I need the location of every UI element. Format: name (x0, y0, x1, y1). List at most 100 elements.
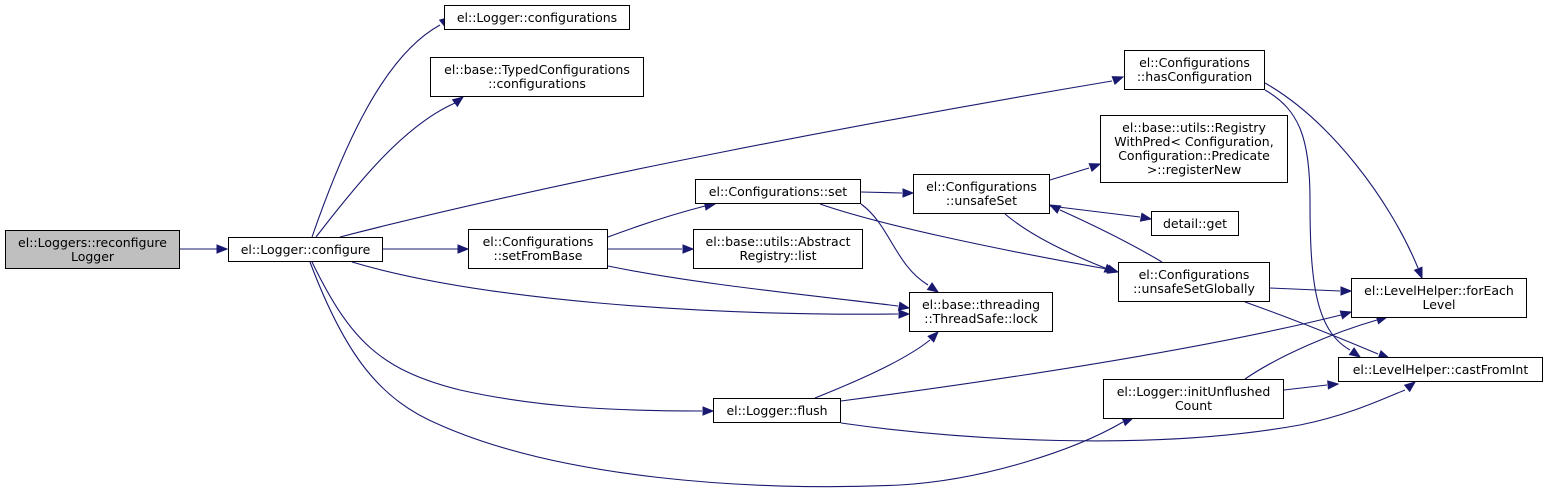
edge-arrowhead (902, 188, 915, 198)
node-label-line: Count (1174, 398, 1213, 413)
edge-arrowhead (1139, 212, 1153, 222)
edge-line (311, 261, 703, 412)
edge-init-unflushed-count-to-cast-from-int (1283, 380, 1340, 391)
node-label-line: Logger (70, 248, 115, 264)
edge-configure-to-logger-configurations (311, 16, 452, 238)
node-cast-from-int[interactable]: el::LevelHelper::castFromInt (1338, 357, 1543, 382)
edge-unsafe-set-globally-to-unsafe-set (1048, 204, 1163, 263)
node-label-line: el::Logger::configure (240, 241, 371, 257)
edge-unsafe-set-to-detail-get (1049, 205, 1153, 222)
node-unsafe-set[interactable]: el::Configurations ::unsafeSet (913, 174, 1050, 214)
node-detail-get[interactable]: detail::get (1151, 211, 1239, 236)
edge-arrowhead (216, 244, 229, 254)
edge-line (860, 191, 903, 194)
node-has-configuration[interactable]: el::Configurations ::hasConfiguration (1124, 50, 1265, 90)
edge-line (1264, 82, 1419, 269)
node-label-line: el::base::TypedConfigurations (444, 62, 630, 77)
edge-configure-to-logger-flush (311, 261, 715, 416)
node-logger-flush[interactable]: el::Logger::flush (713, 398, 841, 423)
node-label-line: Configuration::Predicate (1118, 148, 1270, 163)
node-for-each-level[interactable]: el::LevelHelper::forEach Level (1351, 278, 1527, 318)
edge-line (339, 80, 1113, 238)
edge-arrowhead (1339, 310, 1353, 320)
edge-logger-flush-to-cast-from-int (840, 381, 1417, 442)
edge-line (814, 339, 931, 399)
edge-arrowhead (926, 282, 940, 293)
node-configure[interactable]: el::Logger::configure (228, 237, 383, 262)
edge-unsafe-set-to-unsafe-set-globally (1004, 213, 1117, 273)
edge-line (1269, 287, 1341, 292)
edge-logger-flush-to-for-each-level (840, 310, 1353, 402)
node-label-line: ::hasConfiguration (1136, 69, 1253, 84)
edge-has-configuration-to-for-each-level (1264, 82, 1423, 280)
edge-line (351, 261, 899, 315)
edge-line (311, 24, 441, 238)
edge-configurations-set-to-threadsafe-lock (860, 203, 940, 293)
node-label-line: el::LevelHelper::forEach (1364, 283, 1514, 298)
edge-set-from-base-to-configurations-set (607, 201, 717, 238)
node-label-line: el::Configurations (482, 234, 594, 249)
edge-has-configuration-to-cast-from-int (1264, 89, 1362, 358)
node-label-line: el::base::utils::Abstract (705, 234, 851, 249)
edge-line (315, 102, 456, 238)
edge-arrowhead (898, 309, 911, 319)
node-abstract-registry-list[interactable]: el::base::utils::Abstract Registry::list (693, 229, 863, 269)
node-label-line: el::Configurations (926, 179, 1037, 194)
edge-line (309, 261, 1124, 488)
edge-configure-to-has-configuration (339, 76, 1125, 238)
edge-arrowhead (1121, 417, 1135, 427)
edge-line (860, 203, 929, 286)
node-registry-register-new[interactable]: el::base::utils::Registry WithPred< Conf… (1100, 115, 1288, 183)
edge-reconfigure-to-configure (180, 244, 229, 254)
node-typed-configurations[interactable]: el::base::TypedConfigurations ::configur… (430, 57, 644, 97)
node-label-line: ::unsafeSetGlobally (1133, 281, 1255, 296)
node-label-line: el::Configurations (1139, 55, 1250, 70)
edge-arrowhead (927, 331, 939, 343)
node-label-line: >::registerNew (1146, 162, 1242, 177)
edge-line (1059, 209, 1163, 263)
edge-arrowhead (1348, 347, 1362, 358)
edge-line (1264, 89, 1351, 351)
edge-arrowhead (457, 244, 470, 254)
node-configurations-set[interactable]: el::Configurations::set (695, 179, 861, 204)
edge-arrowhead (1103, 263, 1117, 273)
edge-configure-to-typed-configurations (315, 96, 465, 238)
edge-line (1283, 384, 1328, 391)
edge-arrowhead (897, 301, 911, 311)
edge-arrowhead (702, 406, 715, 416)
edge-arrowhead (1111, 76, 1125, 86)
node-label-line: ::unsafeSet (945, 193, 1018, 208)
edge-line (819, 203, 1108, 270)
edge-line (1049, 205, 1141, 218)
edge-set-from-base-to-threadsafe-lock (607, 265, 911, 311)
node-label-line: el::base::utils::Registry (1122, 120, 1266, 135)
edge-set-from-base-to-abstract-registry-list (608, 244, 695, 254)
edge-arrowhead (1088, 163, 1102, 173)
node-label-line: el::Logger::flush (726, 402, 828, 418)
edge-arrowhead (1413, 266, 1423, 280)
edge-arrowhead (1340, 286, 1353, 296)
node-threadsafe-lock[interactable]: el::base::threading ::ThreadSafe::lock (909, 292, 1053, 332)
node-reconfigure[interactable]: el::Loggers::reconfigure Logger (5, 230, 180, 269)
edge-line (1244, 301, 1379, 355)
node-label-line: WithPred< Configuration, (1114, 134, 1274, 149)
edge-unsafe-set-globally-to-cast-from-int (1244, 301, 1391, 359)
edge-line (1004, 213, 1106, 269)
node-label-line: ::setFromBase (493, 248, 583, 263)
node-unsafe-set-globally[interactable]: el::Configurations ::unsafeSetGlobally (1118, 262, 1270, 302)
node-label-line: ::ThreadSafe::lock (924, 311, 1038, 326)
node-logger-configurations[interactable]: el::Logger::configurations (444, 5, 630, 30)
edge-configurations-set-to-unsafe-set (860, 188, 915, 198)
edge-arrowhead (682, 244, 695, 254)
node-label-line: el::base::threading (921, 297, 1041, 312)
node-label-line: ::configurations (488, 76, 586, 91)
node-label-line: detail::get (1162, 215, 1228, 231)
node-label-line: el::Configurations (1138, 267, 1250, 282)
edge-line (1049, 167, 1090, 181)
node-label-line: el::Configurations::set (708, 183, 848, 199)
node-init-unflushed-count[interactable]: el::Logger::initUnflushed Count (1103, 379, 1284, 419)
edge-line (1244, 319, 1378, 380)
node-set-from-base[interactable]: el::Configurations ::setFromBase (468, 229, 608, 269)
edge-configure-to-threadsafe-lock (351, 261, 911, 319)
